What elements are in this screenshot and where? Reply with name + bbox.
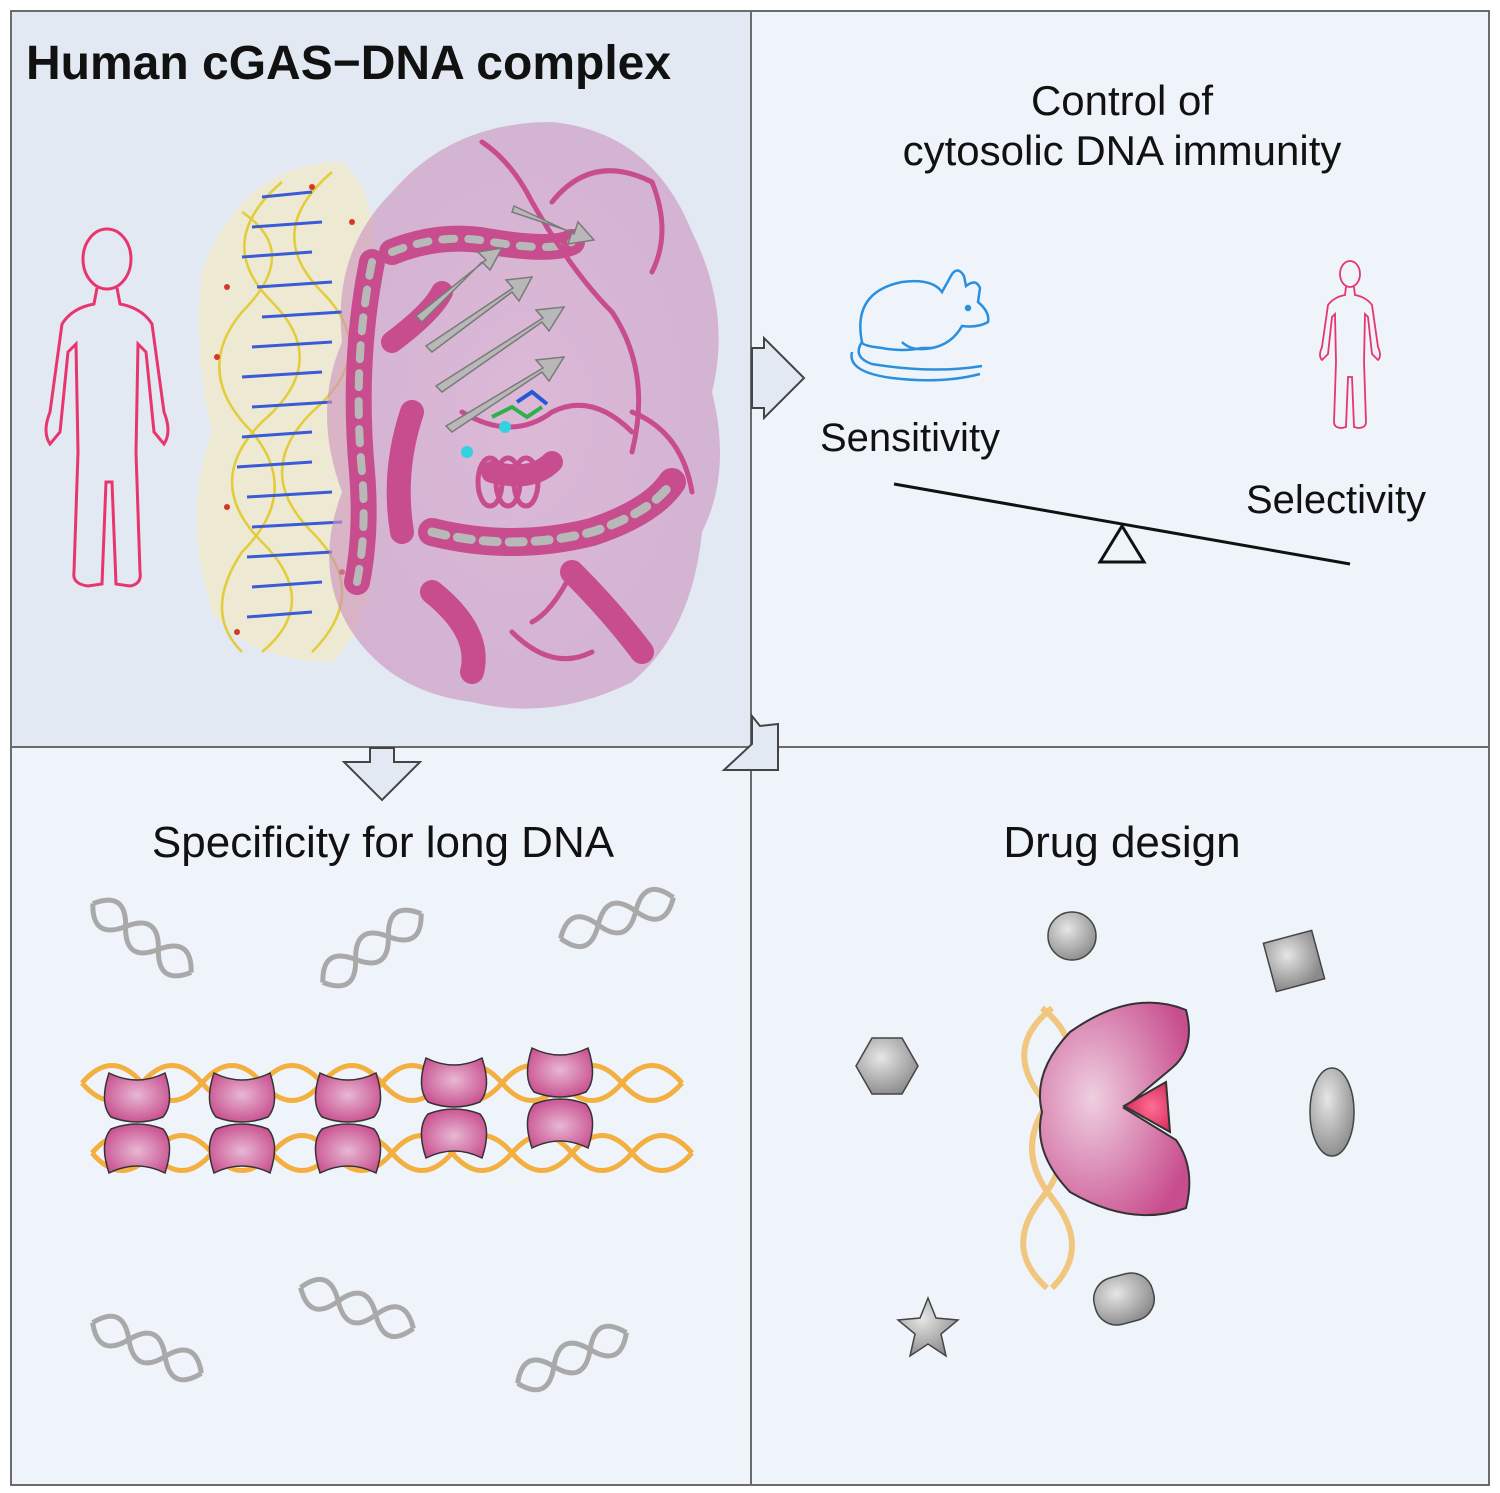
panel-long-dna-specificity: Specificity for long DNA xyxy=(10,746,752,1486)
protein-coil xyxy=(475,455,541,509)
cube-compound-icon xyxy=(1262,929,1326,993)
sensitivity-label: Sensitivity xyxy=(820,416,1001,460)
short-dna-icon xyxy=(86,1309,207,1387)
short-dna-icon xyxy=(295,1273,418,1342)
title-line-2: cytosolic DNA immunity xyxy=(902,127,1342,174)
inhibitor-icon xyxy=(1121,1080,1172,1134)
human-silhouette-icon xyxy=(1319,260,1381,429)
short-dna-icon xyxy=(555,883,678,952)
complex-illustration xyxy=(44,122,720,709)
panel-title-complex: Human cGAS−DNA complex xyxy=(26,37,672,90)
panel-title-drug: Drug design xyxy=(1003,818,1241,867)
ligand xyxy=(491,389,549,420)
short-dna-icon xyxy=(84,891,200,984)
protein-beta-sheet xyxy=(414,204,596,433)
human-silhouette-icon xyxy=(44,227,170,588)
panel-drug-design: Drug design xyxy=(750,746,1490,1486)
hexagon-compound-icon xyxy=(855,1037,919,1095)
panel-title-immunity: Control of cytosolic DNA immunity xyxy=(752,76,1488,176)
short-dna-icon xyxy=(511,1319,632,1397)
star-compound-icon xyxy=(896,1295,960,1358)
short-dna-icon xyxy=(314,901,430,994)
seesaw-icon xyxy=(893,482,1351,566)
title-line-1: Control of xyxy=(1030,77,1214,124)
long-dna-ladder xyxy=(80,1063,694,1173)
capsule-compound-icon xyxy=(1093,1272,1155,1326)
dna-helix-structure xyxy=(197,162,374,662)
panel-dna-immunity: Control of cytosolic DNA immunity Sensit… xyxy=(750,10,1490,748)
panel-cgas-dna-complex: Human cGAS−DNA complex xyxy=(10,10,752,748)
panel-title-specificity: Specificity for long DNA xyxy=(151,818,615,867)
mouse-icon xyxy=(850,269,990,382)
sphere-compound-icon xyxy=(1047,911,1097,961)
ellipse-compound-icon xyxy=(1309,1067,1355,1157)
selectivity-label: Selectivity xyxy=(1246,478,1427,522)
cgas-protein xyxy=(1038,1001,1191,1217)
